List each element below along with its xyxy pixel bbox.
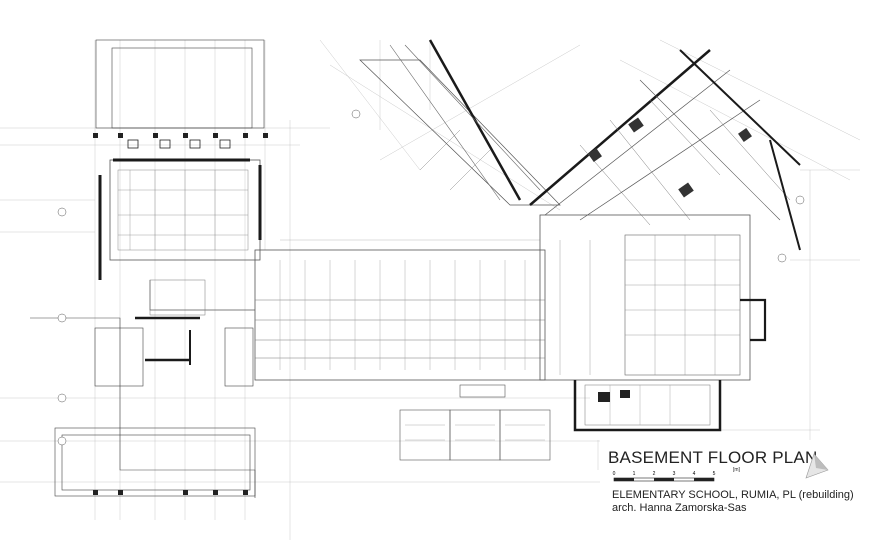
north-arrow-icon: [805, 453, 829, 479]
detail-panels: [399, 384, 551, 461]
grid-bubbles: [57, 109, 805, 446]
project-name: ELEMENTARY SCHOOL, RUMIA, PL (rebuilding…: [612, 489, 854, 501]
column-markers: [93, 133, 268, 495]
architect-line: arch. Hanna Zamorska-Sas: [612, 498, 747, 516]
scale-label: 1: [633, 471, 636, 477]
project-line: ELEMENTARY SCHOOL, RUMIA, PL (rebuilding…: [612, 485, 854, 503]
scale-label: 2: [653, 471, 656, 477]
scale-label: 3: [673, 471, 676, 477]
scale-bar: 0 1 2 3 4 5: [613, 471, 716, 482]
scale-label: 5: [713, 471, 716, 477]
drawing-title: BASEMENT FLOOR PLAN: [608, 448, 818, 467]
grid-lines: [0, 39, 861, 540]
building-left-block: [98, 139, 262, 280]
building-corridor: [135, 239, 546, 381]
scale-label: 0: [613, 471, 616, 477]
building-right-block: [539, 214, 767, 432]
scale-unit: [m]: [733, 467, 740, 473]
building-diagonal-wing: [359, 39, 801, 251]
title-block: BASEMENT FLOOR PLAN: [608, 448, 870, 468]
architect-name: arch. Hanna Zamorska-Sas: [612, 502, 747, 514]
site-outline: [30, 39, 265, 498]
scale-label: 4: [693, 471, 696, 477]
